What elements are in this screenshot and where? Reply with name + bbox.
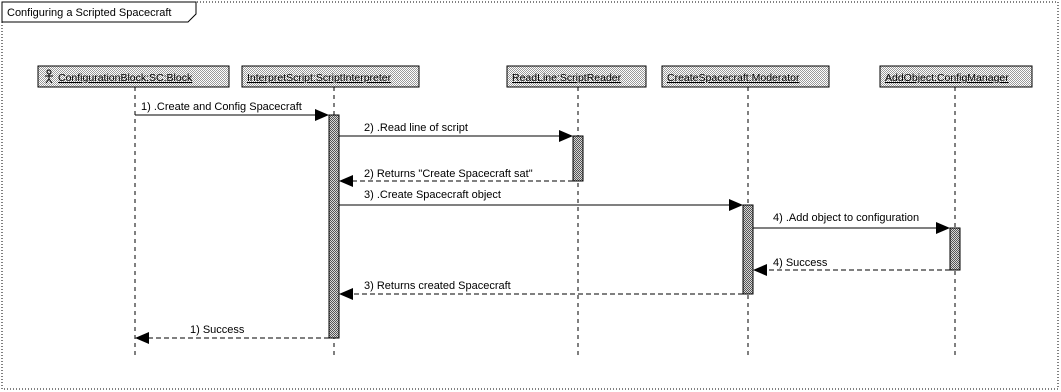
message-label: 4) .Add object to configuration [773,212,919,224]
message-3-return[interactable]: 3) Returns created Spacecraft [339,280,743,300]
lifeline-head-reader[interactable]: ReadLine:ScriptReader [506,65,647,88]
message-2-return[interactable]: 2) Returns "Create Spacecraft sat" [339,168,573,187]
activation-bar-reader [572,135,584,182]
lifeline-label-addobj: AddObject:ConfigManager [885,72,1009,84]
lifeline-head-interp[interactable]: InterpretScript:ScriptInterpreter [241,65,420,88]
message-label: 4) Success [773,257,828,269]
message-3-call[interactable]: 3) .Create Spacecraft object [339,189,743,211]
message-label: 3) Returns created Spacecraft [364,280,511,292]
message-label: 1) .Create and Config Spacecraft [141,101,302,113]
lifeline-head-create[interactable]: CreateSpacecraft:Moderator [661,65,830,88]
message-2-call[interactable]: 2) .Read line of script [339,122,573,142]
actor-icon [45,69,53,84]
activation-bar-create [742,204,754,295]
message-label: 2) .Read line of script [364,122,468,134]
lifeline-head-addobj[interactable]: AddObject:ConfigManager [879,65,1033,88]
activation-bar-addobj [949,227,961,271]
lifeline-label-config: ConfigurationBlock:SC:Block [58,72,193,84]
message-label: 1) Success [190,324,245,336]
message-label: 3) .Create Spacecraft object [364,189,501,201]
frame-title-tab [1,1,197,23]
message-4-call[interactable]: 4) .Add object to configuration [753,212,950,234]
message-4-return[interactable]: 4) Success [753,257,950,276]
lifeline-label-create: CreateSpacecraft:Moderator [667,72,800,84]
message-1-return[interactable]: 1) Success [135,324,329,344]
lifeline-label-reader: ReadLine:ScriptReader [512,72,622,84]
lifeline-head-config[interactable]: ConfigurationBlock:SC:Block [37,65,230,88]
activation-bar-interp [328,114,340,339]
lifeline-label-interp: InterpretScript:ScriptInterpreter [247,72,392,84]
message-1-call[interactable]: 1) .Create and Config Spacecraft [135,101,329,121]
message-label: 2) Returns "Create Spacecraft sat" [364,168,533,180]
frame-title: Configuring a Scripted Spacecraft [7,7,171,19]
